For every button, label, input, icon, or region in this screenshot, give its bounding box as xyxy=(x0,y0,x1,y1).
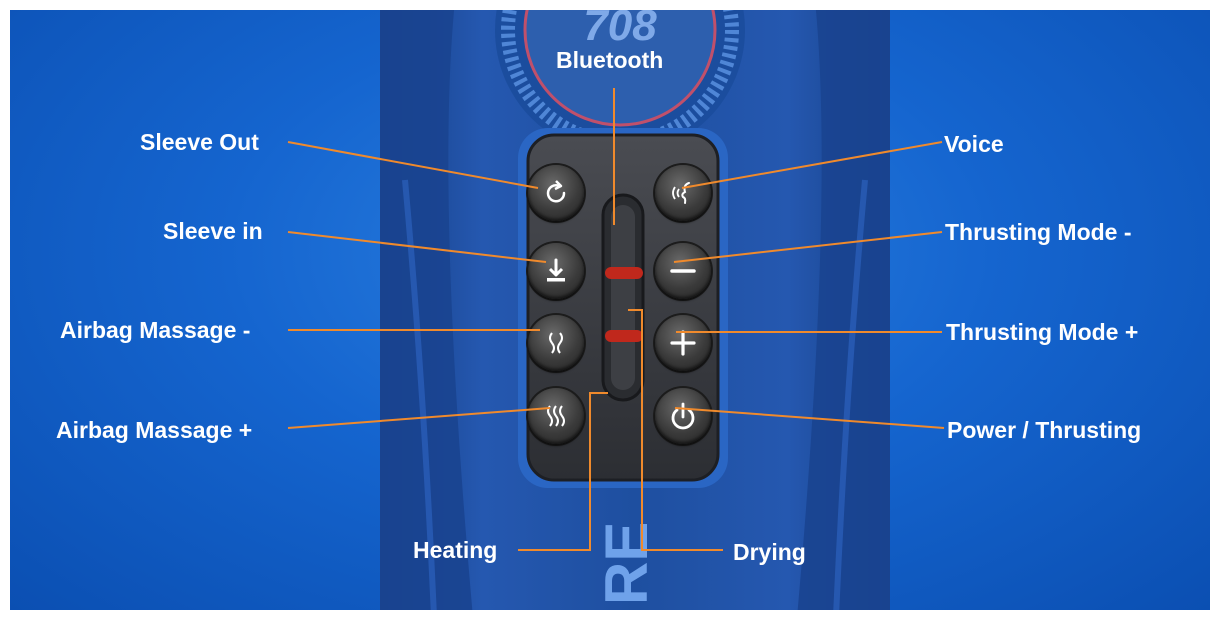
label-heating: Heating xyxy=(413,537,498,563)
product-diagram: 708 RE xyxy=(10,10,1210,610)
thrusting-mode-minus-button[interactable] xyxy=(655,243,711,299)
rotate-icon xyxy=(546,180,566,203)
label-thrusting-mode-plus: Thrusting Mode + xyxy=(946,319,1139,345)
plus-icon xyxy=(670,330,696,356)
device-illustration: 708 RE xyxy=(380,10,890,610)
label-sleeve-in: Sleeve in xyxy=(163,218,263,244)
download-icon xyxy=(547,258,565,282)
thrusting-mode-plus-button[interactable] xyxy=(655,315,711,371)
airbag-massage-minus-button[interactable] xyxy=(528,315,584,371)
label-drying: Drying xyxy=(733,539,806,565)
power-icon xyxy=(671,402,695,430)
airbag-inflate-icon xyxy=(547,405,565,427)
power-thrusting-button[interactable] xyxy=(655,388,711,444)
label-power-thrusting: Power / Thrusting xyxy=(947,417,1142,443)
voice-button[interactable] xyxy=(655,165,711,221)
label-sleeve-out: Sleeve Out xyxy=(140,129,259,155)
sleeve-in-button[interactable] xyxy=(528,243,584,299)
airbag-deflate-icon xyxy=(549,332,563,354)
label-airbag-plus: Airbag Massage + xyxy=(56,417,253,443)
side-text: RE xyxy=(593,522,660,605)
label-airbag-minus: Airbag Massage - xyxy=(60,317,251,343)
label-thrusting-mode-minus: Thrusting Mode - xyxy=(945,219,1132,245)
dial-text: 708 xyxy=(583,10,657,50)
voice-icon xyxy=(672,182,690,204)
label-bluetooth: Bluetooth xyxy=(556,47,664,73)
airbag-massage-plus-button[interactable] xyxy=(528,388,584,444)
sleeve-out-button[interactable] xyxy=(528,165,584,221)
minus-icon xyxy=(670,269,696,273)
label-voice: Voice xyxy=(944,131,1004,157)
